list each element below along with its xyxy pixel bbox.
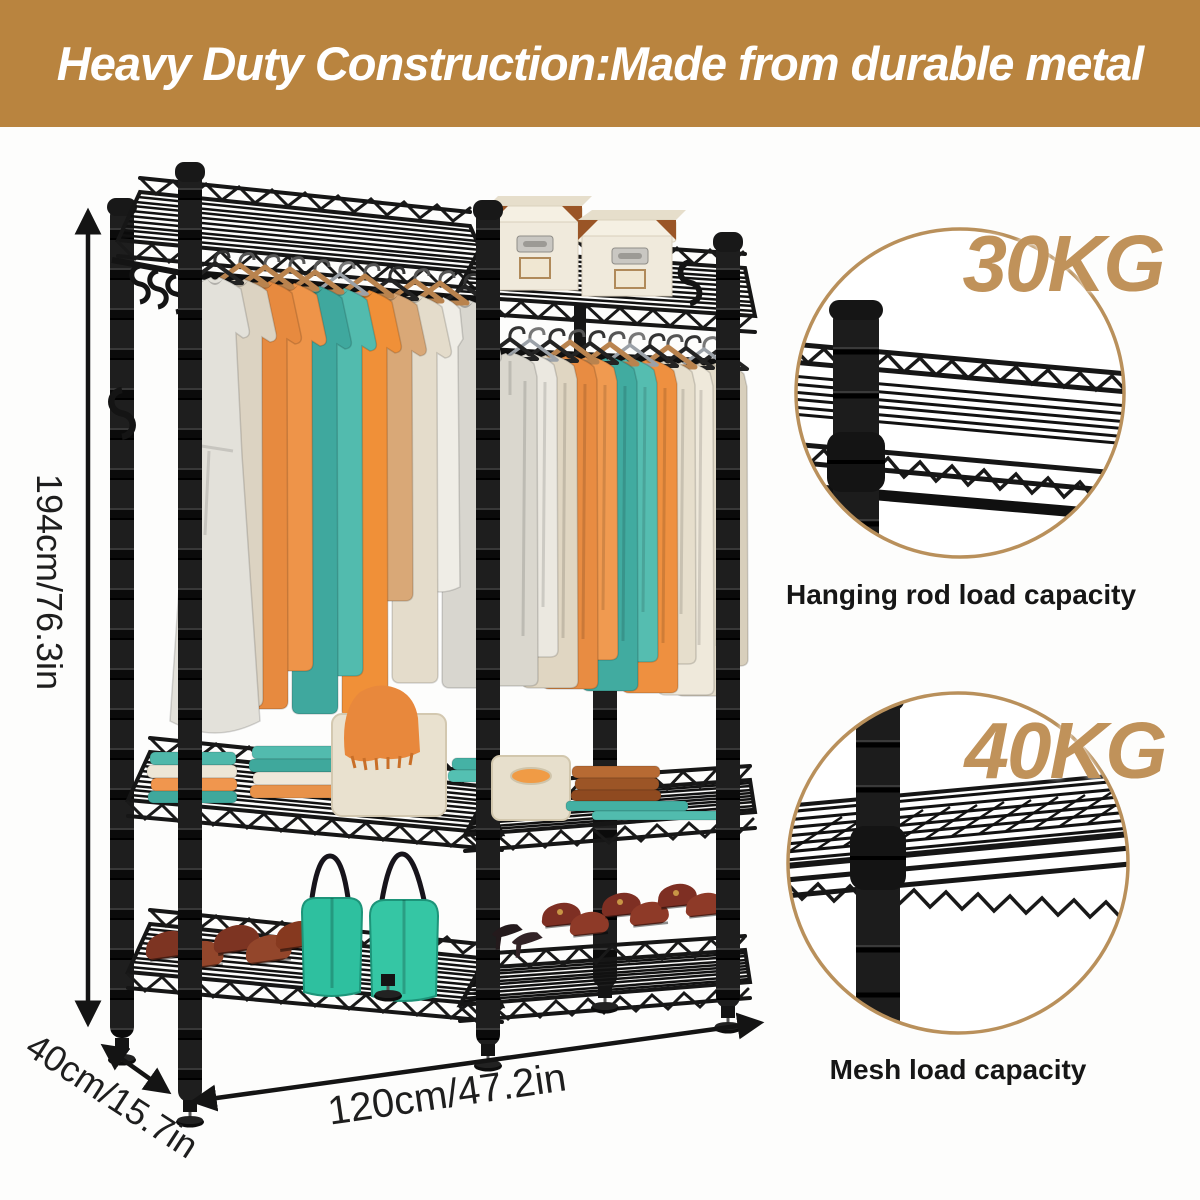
width-arrow <box>189 1012 765 1112</box>
hanging-rod-capacity-caption: Hanging rod load capacity <box>785 579 1137 610</box>
hanging-shirts <box>168 249 503 735</box>
hanging-coats <box>480 325 750 698</box>
shoes-right <box>491 880 728 958</box>
banner-text: Heavy Duty Construction:Made from durabl… <box>56 37 1144 90</box>
handbags <box>300 851 440 1002</box>
garment-rack <box>106 162 757 1129</box>
height-dimension-label: 194cm/76.3in <box>29 473 70 691</box>
mesh-capacity-value: 40KG <box>964 706 1168 795</box>
banner: Heavy Duty Construction:Made from durabl… <box>0 0 1200 127</box>
hanging-rod-callout-circle <box>794 227 1126 559</box>
hanging-rod-capacity-value: 30KG <box>962 219 1166 308</box>
storage-boxes <box>487 196 686 297</box>
depth-arrow <box>100 1043 172 1095</box>
fabric-bin-right <box>491 755 571 821</box>
folded-clothes-right <box>565 765 723 821</box>
mesh-callout-circle <box>786 691 1130 1035</box>
dimension-arrows <box>74 207 765 1112</box>
fabric-bin-left <box>331 685 447 817</box>
mesh-capacity-caption: Mesh load capacity <box>829 1054 1087 1085</box>
